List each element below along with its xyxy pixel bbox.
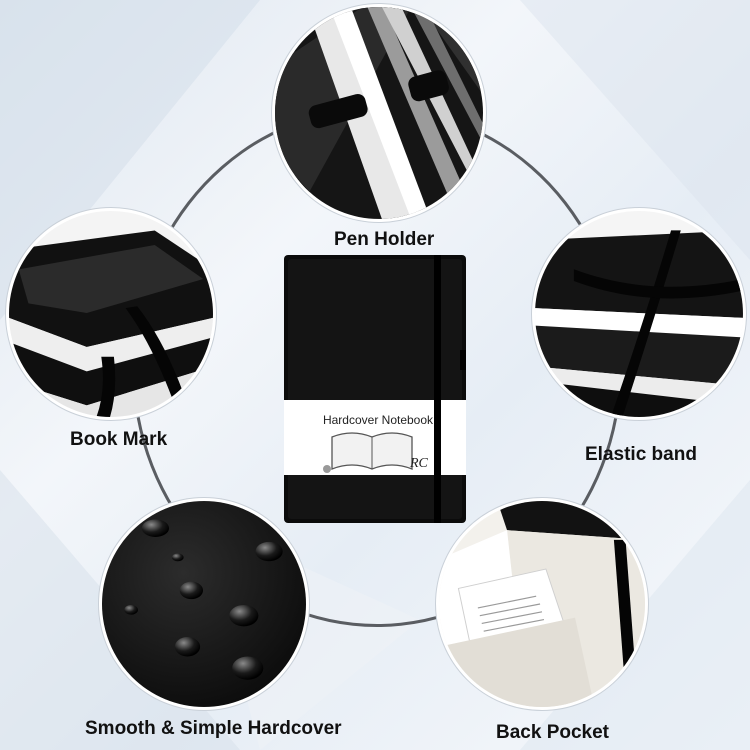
notebook-cover-title: Hardcover Notebook (322, 413, 434, 427)
elastic-band-photo (532, 208, 746, 420)
pen-holder-image (275, 7, 483, 219)
hardcover-image (102, 501, 306, 707)
book-mark-label: Book Mark (70, 429, 168, 450)
pen-holder-label: Pen Holder (334, 229, 435, 250)
notebook-image (284, 255, 466, 523)
back-pocket-label: Back Pocket (496, 722, 610, 743)
back-pocket-image (439, 501, 645, 707)
book-mark-photo (6, 208, 216, 420)
notebook-brand: RC (410, 456, 428, 471)
hardcover-photo (99, 498, 309, 710)
elastic-band-label: Elastic band (585, 444, 697, 465)
back-pocket-photo (436, 498, 648, 710)
book-mark-image (9, 211, 213, 417)
elastic-band-image (535, 211, 743, 417)
notebook-product: Hardcover Notebook RC (284, 255, 466, 523)
pen-holder-photo (272, 4, 486, 222)
hardcover-label: Smooth & Simple Hardcover (85, 718, 342, 739)
